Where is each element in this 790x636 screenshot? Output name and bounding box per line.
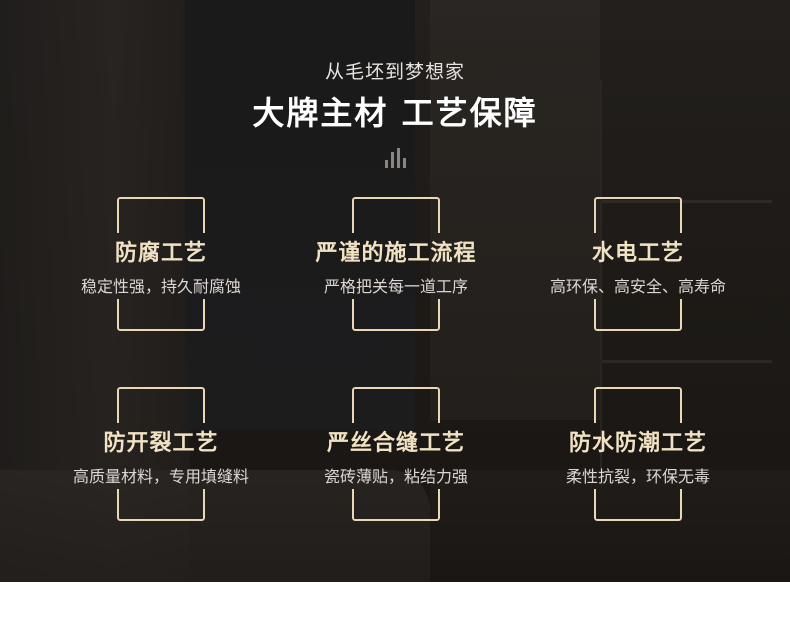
background-window (430, 0, 600, 420)
hero-section: 从毛坯到梦想家 大牌主材 工艺保障 防腐工艺 稳定性强，持久耐腐蚀 严谨的施工流… (0, 0, 790, 582)
card-description: 柔性抗裂，环保无毒 (565, 467, 710, 486)
card-title: 严谨的施工流程 (315, 241, 477, 266)
header-title: 大牌主材 工艺保障 (252, 94, 538, 132)
card-title: 水电工艺 (591, 241, 684, 266)
feature-card-plumbing-electric: 水电工艺 高环保、高安全、高寿命 (518, 197, 758, 337)
card-description: 高环保、高安全、高寿命 (549, 277, 726, 296)
feature-card-anticorrosion: 防腐工艺 稳定性强，持久耐腐蚀 (41, 197, 281, 337)
dark-overlay (0, 0, 790, 582)
card-title: 防腐工艺 (114, 241, 207, 266)
card-title: 防水防潮工艺 (568, 431, 707, 456)
background-door-panel (185, 0, 415, 430)
header-subtitle: 从毛坯到梦想家 (324, 61, 465, 83)
background-sofa (0, 470, 430, 582)
card-description: 高质量材料，专用填缝料 (72, 467, 249, 486)
card-description: 稳定性强，持久耐腐蚀 (80, 277, 241, 296)
feature-card-anticrack: 防开裂工艺 高质量材料，专用填缝料 (41, 387, 281, 527)
feature-card-construction: 严谨的施工流程 严格把关每一道工序 (276, 197, 516, 337)
sound-bars-icon (385, 148, 407, 168)
feature-card-seamless: 严丝合缝工艺 瓷砖薄贴，粘结力强 (276, 387, 516, 527)
feature-card-waterproof: 防水防潮工艺 柔性抗裂，环保无毒 (518, 387, 758, 527)
card-description: 严格把关每一道工序 (323, 277, 468, 296)
card-title: 严丝合缝工艺 (326, 431, 465, 456)
card-description: 瓷砖薄贴，粘结力强 (323, 467, 468, 486)
background-floor (430, 470, 790, 582)
card-title: 防开裂工艺 (103, 431, 219, 456)
